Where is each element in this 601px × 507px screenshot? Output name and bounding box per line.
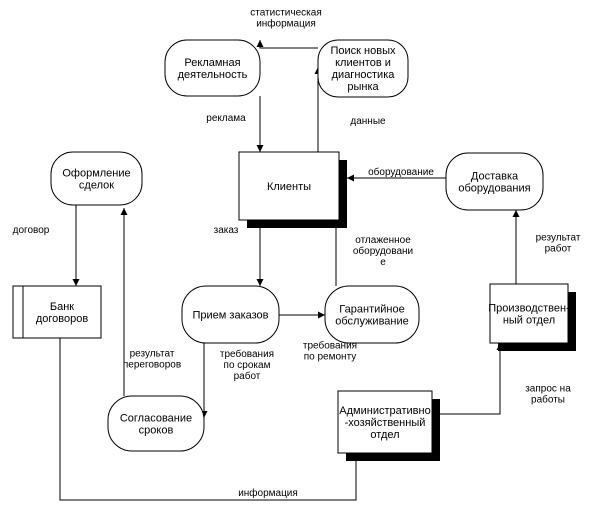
label-stats-line: статистическая: [250, 8, 321, 19]
node-warranty-label-line: Гарантийное: [339, 304, 404, 316]
label-equipment-line: оборудование: [368, 166, 434, 178]
node-orders-label: Прием заказов: [193, 310, 269, 322]
node-search-label-line: диагностика: [332, 69, 396, 81]
node-production-label-line: ный отдел: [503, 315, 555, 327]
label-data-line: данные: [350, 116, 386, 127]
label-order: заказ: [214, 225, 239, 236]
node-production-label-line: Производствен-: [488, 303, 570, 315]
node-orders-label-line: Прием заказов: [193, 310, 269, 322]
label-req-terms-line: по срокам: [224, 360, 271, 371]
node-search-label-line: рынка: [347, 81, 379, 93]
node-warranty-label-line: обслуживание: [335, 316, 409, 328]
node-clients-label-line: Клиенты: [267, 181, 311, 193]
label-req-work-line: запрос на: [525, 384, 571, 395]
node-orders[interactable]: Прием заказов: [181, 285, 280, 344]
node-deals-label-line: сделок: [79, 180, 114, 192]
node-advertising-label-line: деятельность: [178, 69, 248, 81]
node-terms-label-line: Согласование: [120, 413, 192, 425]
node-search-label-line: клиентов и: [335, 57, 391, 69]
node-advertising-label-line: Рекламная: [184, 57, 240, 69]
label-result-work-line: результат: [536, 233, 581, 244]
node-delivery-label-line: Доставка: [471, 171, 519, 183]
label-order-line: заказ: [214, 225, 239, 236]
label-repaired-line: отлаженное: [355, 235, 411, 246]
label-req-repair-line: требования: [303, 340, 357, 352]
label-contract-line: договор: [13, 225, 50, 236]
label-equipment: оборудование: [368, 166, 434, 178]
node-terms-label-line: сроков: [139, 425, 174, 437]
label-result-work-line: работ: [545, 243, 572, 255]
label-info: информация: [238, 487, 298, 499]
edges: [59, 40, 520, 501]
node-production[interactable]: Производствен-ный отдел: [488, 283, 576, 351]
edge-admin-to-production: [424, 343, 504, 415]
label-req-repair-line: по ремонту: [304, 352, 357, 363]
label-ads: реклама: [206, 113, 246, 124]
label-info-line: информация: [238, 487, 298, 499]
node-admin-label-line: Административно: [339, 405, 430, 417]
node-clients-label: Клиенты: [267, 181, 311, 193]
label-result-neg-line: результат: [130, 349, 175, 360]
label-repaired-line: е: [380, 257, 386, 268]
edge-bank-to-admin: [59, 338, 360, 501]
node-bank-label-line: Банк: [50, 301, 74, 313]
label-data: данные: [350, 116, 386, 127]
label-result-neg-line: переговоров: [123, 360, 181, 371]
label-req-work-line: работы: [531, 394, 565, 406]
node-admin-label-line: -хозяйственный: [345, 417, 426, 429]
node-clients[interactable]: Клиенты: [238, 151, 347, 228]
node-deals-label-line: Оформление: [62, 168, 130, 180]
node-delivery-label-line: оборудования: [458, 183, 530, 195]
edge-search-to-advertising: [256, 40, 318, 49]
label-ads-line: реклама: [206, 113, 246, 124]
label-repaired-line: оборудовани: [353, 245, 413, 257]
label-contract: договор: [13, 225, 50, 236]
label-stats-line: информация: [256, 18, 316, 30]
node-admin-label-line: отдел: [370, 429, 399, 441]
node-search-label-line: Поиск новых: [331, 45, 396, 57]
node-bank-label-line: договоров: [36, 313, 88, 325]
label-req-terms-line: требования: [220, 348, 274, 360]
node-production-label: Производствен-ный отдел: [488, 303, 570, 327]
label-req-terms-line: работ: [234, 370, 261, 382]
